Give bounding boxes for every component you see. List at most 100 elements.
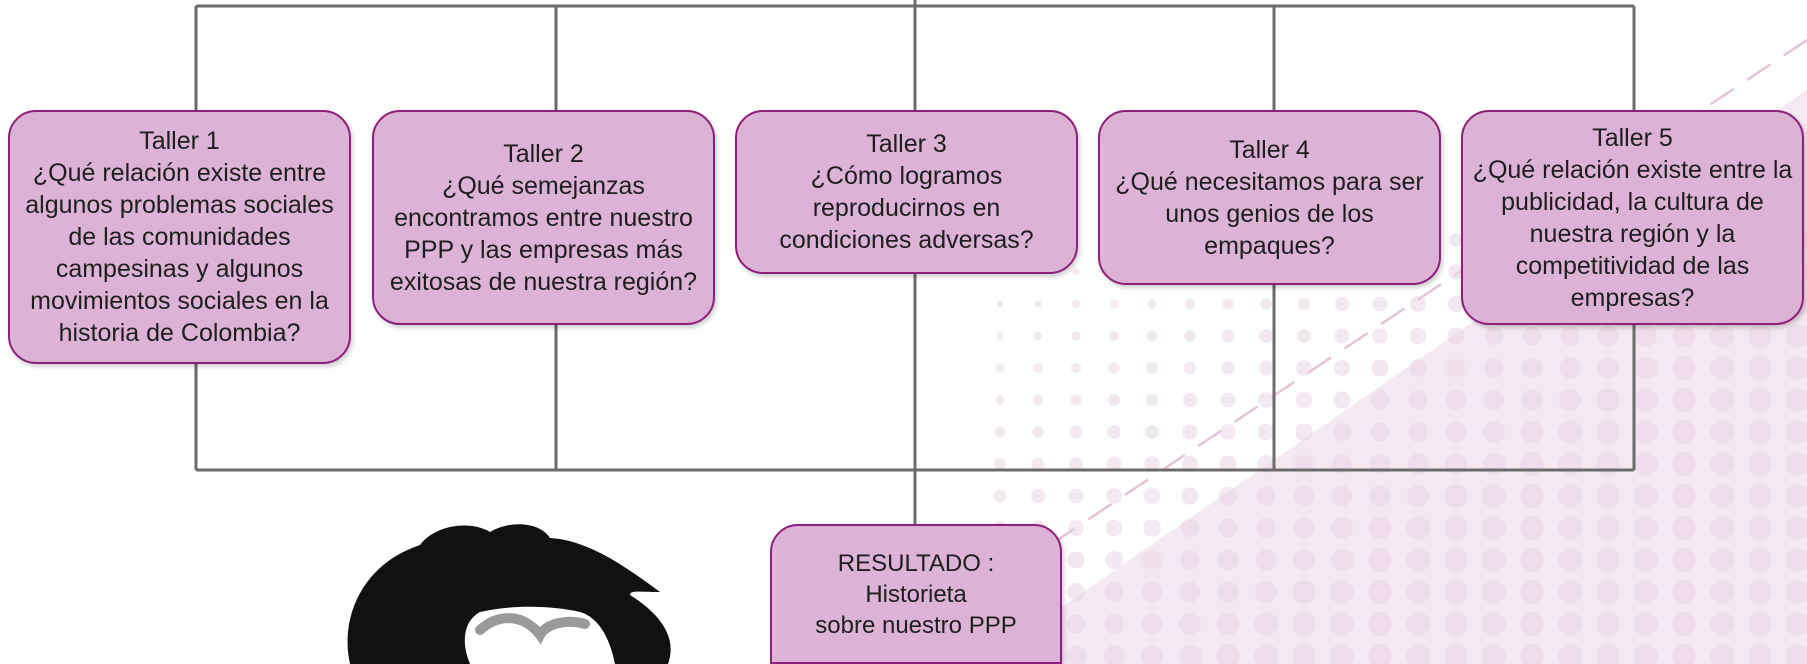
background-dot [1254, 580, 1278, 604]
background-dot [1071, 331, 1081, 341]
background-dot [1294, 486, 1314, 506]
background-dot [1748, 580, 1772, 604]
background-dot [1406, 516, 1430, 540]
background-dot [1444, 644, 1468, 664]
background-dot [1033, 331, 1043, 341]
background-dot [1333, 391, 1351, 409]
background-dot [1330, 612, 1354, 636]
result-label: RESULTADO : [837, 549, 995, 577]
background-dot [1634, 484, 1658, 508]
background-dot [1296, 360, 1312, 376]
background-dot [1368, 644, 1392, 664]
background-dot [1634, 452, 1658, 476]
background-dot [1444, 548, 1468, 572]
background-dot [1222, 298, 1234, 310]
background-dot [1065, 645, 1087, 664]
background-dot [1297, 297, 1311, 311]
background-dot [1710, 388, 1734, 412]
background-dot [1330, 548, 1354, 572]
background-dot [1406, 612, 1430, 636]
background-dot [1710, 516, 1734, 540]
background-dot [1255, 517, 1277, 539]
background-dot [1446, 358, 1466, 378]
background-dot [1140, 644, 1164, 664]
background-dot [1106, 488, 1122, 504]
background-dot [1710, 324, 1734, 348]
background-dot [1710, 484, 1734, 508]
background-dot [1254, 612, 1278, 636]
background-dot [1748, 324, 1772, 348]
background-dot [1748, 484, 1772, 508]
cartoon-character-illustration [347, 524, 671, 664]
background-dot [1105, 551, 1123, 569]
background-dot [1482, 516, 1506, 540]
background-dot [1292, 548, 1316, 572]
background-dot [1634, 356, 1658, 380]
background-dot [1596, 548, 1620, 572]
workshop-5-question: ¿Qué relación existe entre la publicidad… [1472, 155, 1793, 312]
background-dot [1596, 484, 1620, 508]
background-dot [1558, 484, 1582, 508]
background-dot [1184, 298, 1196, 310]
background-dot [1558, 388, 1582, 412]
background-dot [1710, 644, 1734, 664]
background-dot [1596, 644, 1620, 664]
background-dot [1634, 548, 1658, 572]
background-dot [1406, 580, 1430, 604]
background-dot [1103, 613, 1125, 635]
background-dot [1482, 580, 1506, 604]
background-dot [1444, 580, 1468, 604]
background-dot [1558, 580, 1582, 604]
background-dot [1220, 424, 1236, 440]
background-dot [1447, 327, 1465, 345]
background-dot [1146, 330, 1158, 342]
background-dot [994, 426, 1006, 438]
background-dot [1181, 487, 1199, 505]
background-dot [994, 458, 1006, 470]
background-dot [1482, 548, 1506, 572]
background-dot [995, 363, 1005, 373]
background-dot [1256, 486, 1276, 506]
workshop-2-question: ¿Qué semejanzas encontramos entre nuestr… [389, 171, 698, 296]
background-dot [1446, 390, 1466, 410]
background-dot [1672, 388, 1696, 412]
background-dot [1331, 517, 1353, 539]
background-dot [1520, 644, 1544, 664]
workshop-1-question: ¿Qué relación existe entre algunos probl… [25, 159, 334, 347]
background-dot [1786, 388, 1807, 412]
background-dot [1482, 484, 1506, 508]
background-dot [1334, 328, 1350, 344]
background-dot [1032, 394, 1044, 406]
background-dot [1748, 516, 1772, 540]
background-dot [1031, 457, 1045, 471]
background-dot [1483, 421, 1505, 443]
background-dot [1179, 613, 1201, 635]
background-dot [1221, 361, 1235, 375]
background-dot [1292, 644, 1316, 664]
background-dot [1520, 516, 1544, 540]
background-dot [1448, 264, 1464, 280]
background-dot [1447, 295, 1465, 313]
background-dot [1219, 455, 1237, 473]
background-dot [1296, 328, 1312, 344]
background-dot [1406, 484, 1430, 508]
background-dot [1330, 580, 1354, 604]
workshop-3-question: ¿Cómo logramos reproducirnos en condicio… [779, 162, 1034, 254]
background-dot [1333, 359, 1351, 377]
background-dot [1559, 357, 1581, 379]
character-hair-strand [475, 613, 590, 645]
background-dot [1710, 580, 1734, 604]
background-dot [1444, 516, 1468, 540]
background-dot [1067, 551, 1085, 569]
background-dot [1255, 549, 1277, 571]
background-dot [1072, 300, 1080, 308]
background-dot [1069, 457, 1083, 471]
background-dot [1066, 614, 1086, 634]
background-dot [1748, 356, 1772, 380]
background-dot [1482, 644, 1506, 664]
background-dot [1331, 485, 1353, 507]
background-dot [1335, 297, 1349, 311]
background-dot [1710, 548, 1734, 572]
background-dot [1786, 452, 1807, 476]
background-dot [1216, 644, 1240, 664]
